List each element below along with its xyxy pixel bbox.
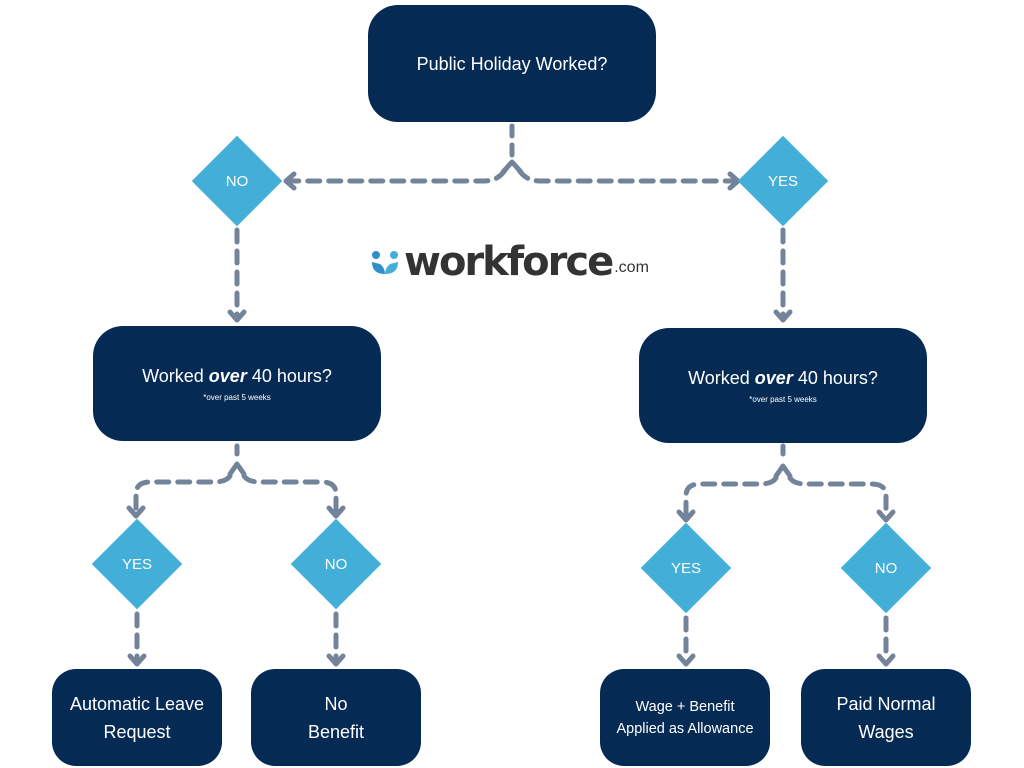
- workforce-logo-icon: [372, 251, 398, 274]
- outcome-line: No: [324, 693, 348, 714]
- question-title: Worked over 40 hours?: [142, 365, 332, 387]
- arrowhead-left-no-outcome: [326, 653, 346, 667]
- arrowhead-left-yes-outcome: [127, 653, 147, 667]
- question-title-pre: Worked: [688, 368, 755, 388]
- arrowhead-left-no: [326, 505, 346, 519]
- decision-right-no: NO: [840, 522, 932, 614]
- decision-label: NO: [874, 559, 898, 577]
- outcome-no-benefit: No Benefit: [251, 669, 421, 766]
- decision-yes-top: YES: [737, 135, 829, 227]
- split-caret-right: [773, 463, 793, 479]
- outcome-wage-benefit-allowance: Wage + Benefit Applied as Allowance: [600, 669, 770, 766]
- outcome-line: Wages: [858, 721, 914, 742]
- connector-left-to-no: [241, 473, 339, 515]
- connector-right-to-no: [787, 475, 889, 519]
- outcome-automatic-leave-request: Automatic Leave Request: [52, 669, 222, 766]
- question-note: *over past 5 weeks: [203, 393, 271, 402]
- connector-right-to-yes: [683, 475, 779, 519]
- decision-left-yes: YES: [91, 518, 183, 610]
- connector-root-to-yes: [516, 167, 735, 184]
- decision-right-yes: YES: [640, 522, 732, 614]
- arrowhead-right-yes: [676, 509, 696, 523]
- decision-left-no: NO: [290, 518, 382, 610]
- outcome-line: Automatic Leave: [69, 693, 205, 714]
- outcome-paid-normal-wages: Paid Normal Wages: [801, 669, 971, 766]
- question-title-emphasis: over: [754, 368, 793, 388]
- decision-no-top: NO: [191, 135, 283, 227]
- decision-label: NO: [225, 172, 249, 190]
- outcome-line: Wage + Benefit: [635, 698, 735, 715]
- split-caret-left: [227, 461, 247, 477]
- arrowhead-right-no: [876, 509, 896, 523]
- arrowhead-no-top: [283, 171, 297, 191]
- connector-left-to-yes: [133, 473, 233, 515]
- question-title-post: 40 hours?: [246, 366, 332, 386]
- root-question-label: Public Holiday Worked?: [416, 53, 608, 74]
- arrowhead-right-yes-outcome: [676, 653, 696, 667]
- workforce-logo: workforce .com: [370, 242, 649, 282]
- right-question-box: Worked over 40 hours? *over past 5 weeks: [639, 328, 927, 443]
- question-title: Worked over 40 hours?: [688, 367, 878, 389]
- decision-label: YES: [670, 559, 701, 577]
- arrowhead-right-no-outcome: [876, 653, 896, 667]
- outcome-line: Paid Normal: [836, 693, 936, 714]
- connector-root-to-no: [289, 167, 508, 184]
- logo-wordmark: workforce: [404, 239, 614, 285]
- arrowhead-left-question: [227, 309, 247, 323]
- arrowhead-left-yes: [126, 505, 146, 519]
- question-title-post: 40 hours?: [792, 368, 878, 388]
- split-caret-root: [500, 159, 524, 175]
- outcome-line: Applied as Allowance: [616, 720, 754, 737]
- root-question-box: Public Holiday Worked?: [368, 5, 656, 122]
- question-title-pre: Worked: [142, 366, 209, 386]
- decision-label: NO: [324, 555, 348, 573]
- left-question-box: Worked over 40 hours? *over past 5 weeks: [93, 326, 381, 441]
- arrowhead-right-question: [773, 309, 793, 323]
- outcome-line: Request: [103, 721, 171, 742]
- outcome-line: Benefit: [307, 721, 365, 742]
- logo-domain: .com: [614, 259, 649, 276]
- decision-label: YES: [767, 172, 798, 190]
- decision-label: YES: [121, 555, 152, 573]
- question-title-emphasis: over: [208, 366, 247, 386]
- question-note: *over past 5 weeks: [749, 395, 817, 404]
